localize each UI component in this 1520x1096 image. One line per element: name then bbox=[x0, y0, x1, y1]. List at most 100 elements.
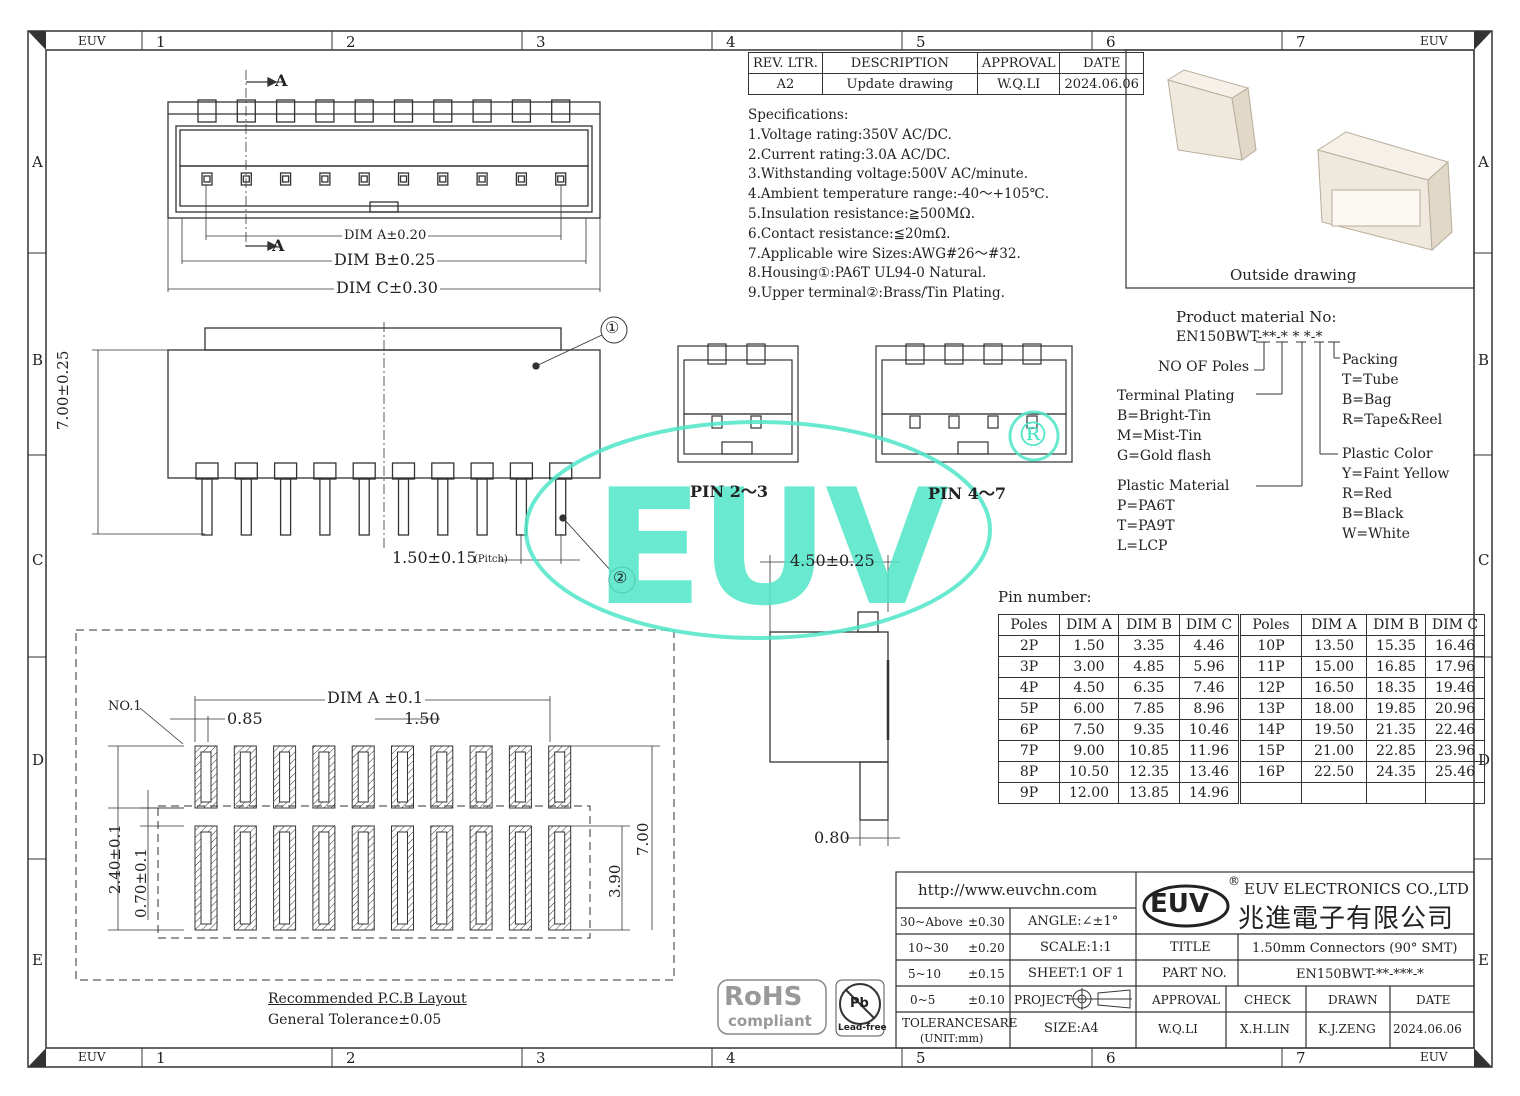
grid-column-label: 5 bbox=[916, 33, 926, 51]
side-depth-label: 4.50±0.25 bbox=[790, 551, 875, 570]
grid-column-label: 6 bbox=[1106, 1049, 1116, 1067]
date-header: DATE bbox=[1416, 993, 1451, 1007]
pin-table-header: DIM C bbox=[1425, 614, 1485, 636]
grid-column-label: 1 bbox=[156, 33, 166, 51]
rev-cell: Update drawing bbox=[821, 73, 978, 95]
plastic-color-title: Plastic Color bbox=[1342, 446, 1433, 462]
pcb-pad-large-inner bbox=[554, 831, 566, 925]
front-pin-head bbox=[273, 462, 298, 480]
pin-table-cell: 5.96 bbox=[1179, 656, 1241, 678]
pcb-pad-small-inner bbox=[318, 751, 330, 803]
part-label: PART NO. bbox=[1162, 966, 1227, 981]
pin-table-cell: 16P bbox=[1239, 761, 1302, 783]
watermark-text: EUV bbox=[594, 454, 949, 641]
top-pin bbox=[472, 99, 492, 123]
terminal-plating-option: G=Gold flash bbox=[1117, 448, 1212, 464]
top-contact bbox=[279, 172, 292, 186]
rev-header: APPROVAL bbox=[976, 52, 1061, 74]
pcb-gap: 0.70±0.1 bbox=[132, 848, 150, 918]
pin-table-cell: 11P bbox=[1239, 656, 1302, 678]
grid-row-label: A bbox=[32, 153, 43, 171]
pcb-pad-small-inner bbox=[239, 751, 251, 803]
grid-column-label: 2 bbox=[346, 1049, 356, 1067]
terminal-plating-legend: Terminal Plating B=Bright-Tin M=Mist-Tin… bbox=[1117, 386, 1235, 466]
tol-range: 30~Above bbox=[900, 915, 963, 929]
pin-table-cell: 19.46 bbox=[1425, 677, 1485, 699]
pin-table-cell: 22.50 bbox=[1301, 761, 1367, 783]
pitch-label: 1.50±0.15 bbox=[392, 548, 477, 567]
pcb-pad-large-inner bbox=[514, 831, 526, 925]
front-pin-leg bbox=[437, 478, 449, 536]
pin-table-cell: 9.00 bbox=[1059, 740, 1119, 762]
pin-table-cell: 12.35 bbox=[1118, 761, 1180, 783]
part-value: EN150BWT-**-***-* bbox=[1296, 967, 1424, 982]
packing-option: T=Tube bbox=[1342, 372, 1399, 388]
rev-cell: W.Q.LI bbox=[976, 73, 1061, 95]
callout-2-label: ② bbox=[613, 568, 628, 587]
grid-column-label: 3 bbox=[536, 1049, 546, 1067]
dim-a-label: DIM A±0.20 bbox=[342, 228, 429, 243]
top-contact-inner bbox=[281, 175, 290, 183]
grid-row-label: C bbox=[1478, 551, 1490, 569]
pin-table-cell: 15.00 bbox=[1301, 656, 1367, 678]
pcb-tolerance: General Tolerance±0.05 bbox=[268, 1012, 442, 1028]
spec-line: 8.Housing①:PA6T UL94-0 Natural. bbox=[748, 265, 987, 282]
tol-value: ±0.30 bbox=[968, 915, 1005, 929]
grid-column-label: 1 bbox=[156, 1049, 166, 1067]
pin-table-cell: 3.35 bbox=[1118, 635, 1180, 657]
grid-row-label: C bbox=[32, 551, 44, 569]
top-contact-inner bbox=[321, 175, 329, 183]
pin-table-cell: 18.35 bbox=[1366, 677, 1426, 699]
pin-table-header: DIM B bbox=[1366, 614, 1426, 636]
pin-table-header: DIM C bbox=[1179, 614, 1241, 636]
pin-table-cell: 15P bbox=[1239, 740, 1302, 762]
tol-range: 10~30 bbox=[908, 941, 949, 955]
grid-column-label: 4 bbox=[726, 1049, 736, 1067]
terminal-plating-title: Terminal Plating bbox=[1117, 388, 1235, 404]
top-pin bbox=[393, 99, 414, 123]
pin-table-cell bbox=[1239, 782, 1302, 804]
corner-logo-br: EUV bbox=[1420, 1050, 1448, 1064]
pin-table-cell: 4.85 bbox=[1118, 656, 1180, 678]
dim-c-label: DIM C±0.30 bbox=[334, 278, 440, 297]
pcb-pad-large-inner bbox=[436, 831, 448, 925]
outside-drawing-label: Outside drawing bbox=[1230, 266, 1357, 284]
pin-table-cell: 13P bbox=[1239, 698, 1302, 720]
front-pin-leg bbox=[319, 478, 331, 536]
spec-line: Specifications: bbox=[748, 107, 849, 123]
corner-logo-bl: EUV bbox=[78, 1050, 106, 1064]
section-mark-top: A bbox=[275, 71, 288, 90]
pcb-pad-large-inner bbox=[279, 831, 291, 925]
top-pin bbox=[197, 99, 217, 123]
dim-b-label: DIM B±0.25 bbox=[332, 250, 438, 269]
plastic-material-option: T=PA9T bbox=[1117, 518, 1175, 534]
pin-table-cell bbox=[1366, 782, 1426, 804]
front-pin-leg bbox=[201, 478, 213, 536]
pin-table-header: Poles bbox=[998, 614, 1060, 636]
pin-table-cell: 10.46 bbox=[1179, 719, 1241, 741]
pin-table-cell: 16.46 bbox=[1425, 635, 1485, 657]
pin-table-cell: 7P bbox=[998, 740, 1060, 762]
front-pin-head bbox=[431, 462, 455, 480]
pin-table-cell: 5P bbox=[998, 698, 1060, 720]
top-contact bbox=[515, 172, 528, 186]
front-pin-leg bbox=[279, 478, 292, 536]
grid-column-label: 4 bbox=[726, 33, 736, 51]
watermark-registered: ® bbox=[1016, 415, 1050, 455]
pin-table-title: Pin number: bbox=[998, 588, 1092, 606]
grid-column-label: 3 bbox=[536, 33, 546, 51]
pcb-pad-small: 2.40±0.1 bbox=[106, 824, 124, 894]
pcb-pad-pair bbox=[548, 745, 572, 931]
pcb-pad-large-inner bbox=[357, 831, 369, 925]
pcb-pad-small-inner bbox=[357, 751, 369, 803]
top-contact bbox=[201, 172, 213, 186]
packing-legend: Packing T=Tube B=Bag R=Tape&Reel bbox=[1342, 350, 1442, 430]
pcb-pad-pair bbox=[194, 745, 218, 931]
approval-name: W.Q.LI bbox=[1158, 1022, 1198, 1036]
pin-table-header: Poles bbox=[1239, 614, 1302, 636]
